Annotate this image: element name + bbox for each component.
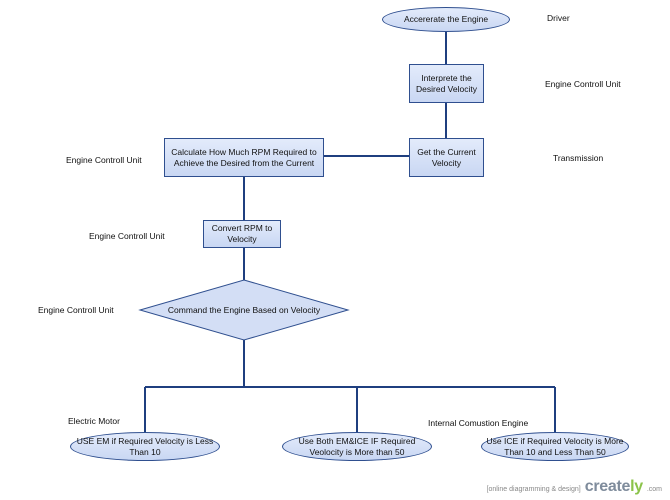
logo-main: create [584, 478, 631, 495]
convert-rpm-label: Convert RPM to Velocity [211, 223, 273, 244]
command-decision: Command the Engine Based on Velocity [150, 298, 338, 322]
lane-label-ecu-convert: Engine Controll Unit [89, 231, 165, 241]
interpret-velocity-label: Interprete the Desired Velocity [416, 72, 477, 94]
command-decision-shape [138, 279, 350, 341]
convert-rpm-node: Convert RPM to Velocity [203, 220, 281, 248]
logo-suffix: .com [646, 486, 662, 493]
interpret-velocity-node: Interprete the Desired Velocity [409, 64, 484, 103]
use-ice-node: Use ICE if Required Velocity is More Tha… [481, 432, 629, 461]
lane-label-ecu-command: Engine Controll Unit [38, 305, 114, 315]
accelerate-engine-node: Accererate the Engine [382, 7, 510, 32]
use-ice-label: Use ICE if Required Velocity is More Tha… [486, 435, 624, 457]
creately-watermark: [online diagramming & design] creately .… [487, 478, 662, 496]
watermark-caption: [online diagramming & design] [486, 486, 581, 493]
lane-label-electric-motor: Electric Motor [68, 416, 120, 426]
lane-label-ecu-interpret: Engine Controll Unit [545, 79, 621, 89]
use-em-node: USE EM if Required Velocity is Less Than… [70, 432, 220, 461]
get-current-velocity-label: Get the Current Velocity [417, 146, 476, 168]
calculate-rpm-node: Calculate How Much RPM Required to Achie… [164, 138, 324, 177]
command-decision-label: Command the Engine Based on Velocity [167, 305, 321, 315]
logo-accent: ly [630, 478, 643, 495]
calculate-rpm-label: Calculate How Much RPM Required to Achie… [171, 146, 317, 168]
lane-label-transmission: Transmission [553, 153, 604, 163]
lane-label-internal-engine: Internal Comustion Engine [428, 418, 529, 428]
lane-label-ecu-calculate: Engine Controll Unit [66, 155, 142, 165]
get-current-velocity-node: Get the Current Velocity [409, 138, 484, 177]
creately-logo: creately [585, 478, 643, 496]
lane-label-driver: Driver [547, 13, 570, 23]
use-both-label: Use Both EM&ICE IF Required Veolocity is… [298, 435, 416, 457]
use-both-node: Use Both EM&ICE IF Required Veolocity is… [282, 432, 432, 461]
accelerate-engine-label: Accererate the Engine [403, 14, 489, 24]
use-em-label: USE EM if Required Velocity is Less Than… [76, 435, 214, 457]
